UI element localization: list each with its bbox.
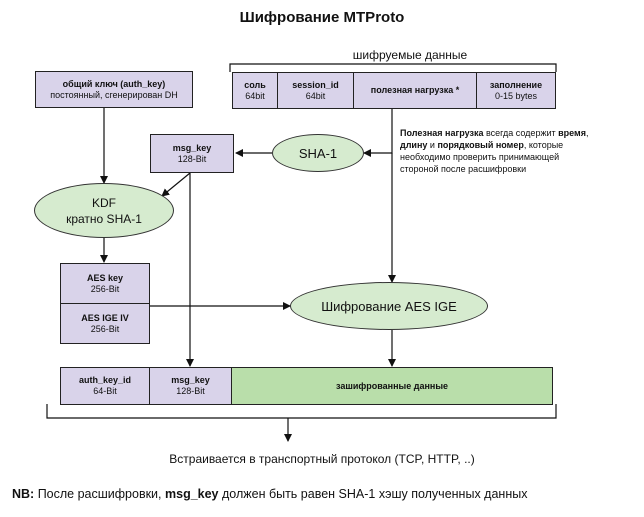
msg-key-box: msg_key 128-Bit: [150, 134, 234, 173]
field-session-id: session_id 64bit: [277, 72, 354, 109]
aes-ige-node: Шифрование AES IGE: [290, 282, 488, 330]
field-padding: заполнение 0-15 bytes: [476, 72, 556, 109]
nb-text-1: После расшифровки,: [34, 487, 165, 501]
nb-text-2: должен быть равен SHA-1 хэшу полученных …: [218, 487, 528, 501]
nb-footnote: NB: После расшифровки, msg_key должен бы…: [12, 487, 527, 501]
field-salt-name: соль: [244, 79, 266, 90]
field-session-id-size: 64bit: [305, 90, 326, 101]
out-encrypted-data: зашифрованные данные: [231, 367, 553, 405]
note-payload: Полезная нагрузка: [400, 128, 484, 138]
msg-key-size: 128-Bit: [177, 153, 207, 164]
aes-key-size: 256-Bit: [90, 283, 120, 294]
page-title: Шифрование MTProto: [239, 9, 405, 26]
auth-key-box: общий ключ (auth_key) постоянный, сгенер…: [35, 71, 193, 108]
nb-key: msg_key: [165, 487, 219, 501]
out-msg-key: msg_key 128-Bit: [149, 367, 232, 405]
aes-key-box: AES key 256-Bit: [60, 263, 150, 304]
field-payload: полезная нагрузка *: [353, 72, 477, 109]
kdf-node: KDF кратно SHA-1: [34, 183, 174, 238]
out-auth-key-id-size: 64-Bit: [93, 386, 117, 396]
auth-key-name: общий ключ (auth_key): [62, 78, 166, 89]
out-msg-key-name: msg_key: [171, 375, 210, 385]
kdf-desc: кратно SHA-1: [66, 211, 142, 226]
out-msg-key-size: 128-Bit: [176, 386, 205, 396]
note-time: время: [558, 128, 586, 138]
out-auth-key-id-name: auth_key_id: [78, 375, 132, 385]
kdf-name: KDF: [92, 195, 116, 210]
note-seqno: порядковый номер: [437, 140, 524, 150]
arrow-payload-sha1: [363, 108, 393, 157]
field-salt: соль 64bit: [232, 72, 278, 109]
arrow-msgkey-kdf: [161, 172, 191, 197]
aes-iv-name: AES IGE IV: [81, 312, 129, 323]
msg-key-name: msg_key: [172, 142, 212, 153]
field-padding-size: 0-15 bytes: [494, 90, 538, 101]
field-salt-size: 64bit: [245, 90, 265, 101]
sha1-node: SHA-1: [272, 134, 364, 172]
aes-key-name: AES key: [86, 272, 124, 283]
payload-note: Полезная нагрузка всегда содержит время,…: [400, 127, 590, 175]
nb-prefix: NB:: [12, 487, 35, 501]
note-text-3: и: [427, 140, 438, 150]
field-session-id-name: session_id: [292, 79, 339, 90]
encrypted-data-bracket: [229, 63, 557, 72]
transport-label: Встраивается в транспортный протокол (TC…: [169, 452, 475, 466]
field-padding-name: заполнение: [489, 79, 543, 90]
sha1-label: SHA-1: [298, 145, 338, 161]
aes-iv-size: 256-Bit: [90, 323, 120, 334]
note-text-4: , которые необходимо проверить принимающ…: [400, 140, 564, 174]
note-text-1: всегда содержит: [483, 128, 559, 138]
out-encrypted-data-name: зашифрованные данные: [335, 380, 449, 391]
aes-iv-box: AES IGE IV 256-Bit: [60, 303, 150, 344]
note-length: длину: [400, 140, 428, 150]
output-bracket: [46, 404, 557, 419]
auth-key-desc: постоянный, сгенерирован DH: [50, 89, 178, 100]
note-text-2: ,: [585, 128, 589, 138]
encrypted-data-label: шифруемые данные: [352, 48, 468, 62]
out-auth-key-id: auth_key_id 64-Bit: [60, 367, 150, 405]
field-payload-name: полезная нагрузка *: [370, 85, 460, 95]
aes-ige-label: Шифрование AES IGE: [321, 298, 457, 314]
